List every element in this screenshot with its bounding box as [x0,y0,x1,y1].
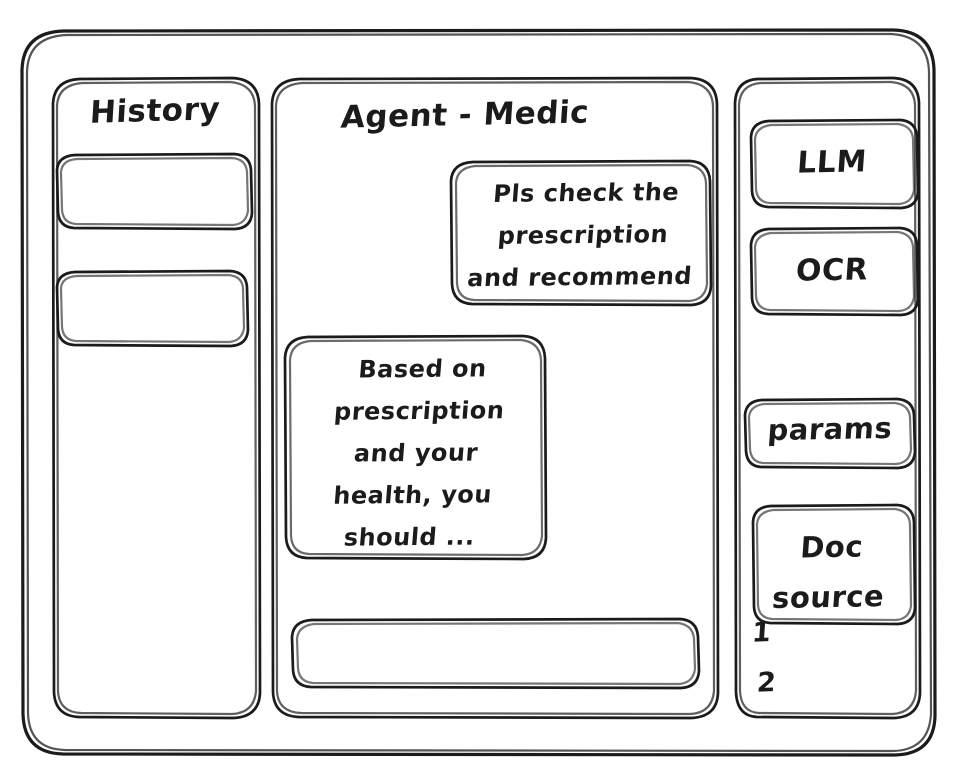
doc-source-button[interactable] [753,505,915,625]
llm-button-frame [749,118,920,210]
composer-input[interactable] [292,619,699,689]
agent-panel-frame [270,76,720,720]
doc-source-button-frame [751,503,917,626]
assistant-message-bubble-frame [283,334,548,561]
tools-panel-frame [733,76,922,720]
user-message-bubble-frame [449,159,713,307]
history-item-2-frame [55,269,250,348]
history-panel-frame [51,76,262,720]
history-item-2[interactable] [57,271,248,347]
history-item-1[interactable] [57,154,252,230]
llm-button[interactable] [751,120,918,209]
agent-panel-title: Agent - Medic [339,94,591,136]
params-button-frame [743,397,917,470]
composer-input-frame [290,617,701,690]
history-item-1-frame [55,152,254,231]
assistant-message-bubble [285,336,546,560]
ocr-button-frame [749,226,920,317]
params-button[interactable] [745,399,915,469]
doc-source-list-item-2[interactable]: 2 [755,666,778,699]
app-window-frame [20,28,937,757]
user-message-bubble [451,161,711,306]
history-panel-title: History [88,91,222,131]
ocr-button[interactable] [751,228,918,316]
